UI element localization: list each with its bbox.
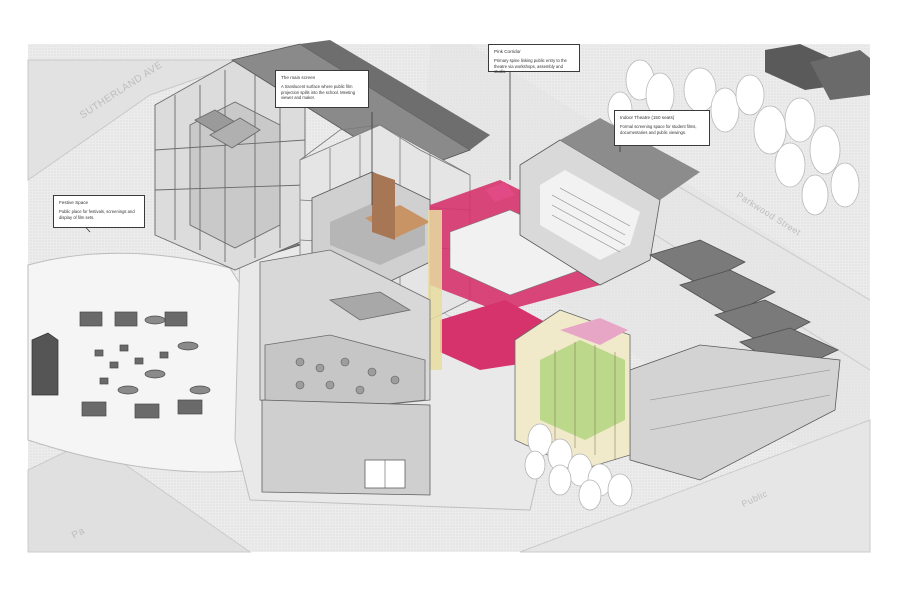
callout-corridor-body: Primary spine linking public entry to th…	[494, 58, 567, 75]
tree-cluster-top	[607, 59, 860, 216]
west-frame-building	[154, 59, 306, 271]
yellow-frame-column	[428, 210, 442, 370]
callout-indoor-theatre: Indoor Theatre (150 seats) Formal screen…	[614, 110, 710, 146]
tree-cluster-bottom	[524, 423, 633, 511]
callout-main-screen: The main screen A translucent surface wh…	[275, 70, 369, 108]
callout-screen-body: A translucent surface where public film …	[281, 84, 356, 101]
east-sawtooth-roofs	[649, 239, 839, 373]
houses-top-right	[765, 44, 870, 100]
callout-festive-space: Festive Space Public place for festivals…	[53, 195, 145, 228]
cafe-glass-box	[259, 249, 431, 411]
plaza-furniture	[79, 311, 211, 419]
callout-corridor-title: Pink Corridor	[494, 49, 521, 54]
plaza-kiosk	[31, 332, 59, 396]
callout-theatre-body: Formal screening space for student films…	[620, 124, 697, 135]
callout-festive-title: Festive Space	[59, 200, 89, 205]
callout-screen-title: The main screen	[281, 75, 316, 80]
callout-theatre-title: Indoor Theatre (150 seats)	[620, 115, 675, 120]
east-wing-walls	[629, 344, 841, 481]
callout-pink-corridor: Pink Corridor Primary spine linking publ…	[488, 44, 580, 75]
indoor-theatre-block	[519, 118, 700, 286]
callout-festive-body: Public place for festivals, screenings a…	[59, 209, 135, 220]
road-bottom-right	[519, 419, 871, 553]
